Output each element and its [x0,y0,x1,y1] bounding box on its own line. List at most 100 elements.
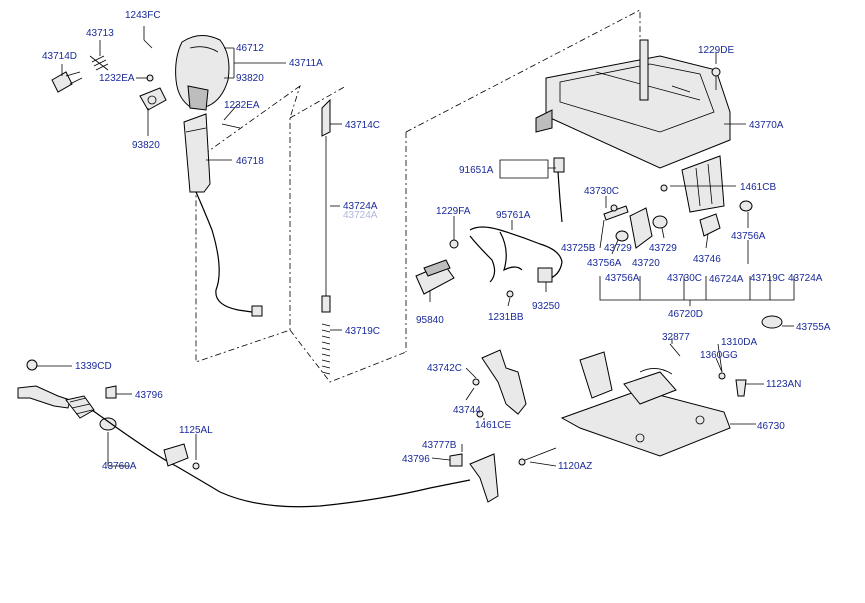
bolt-1125AL [192,462,200,470]
label-1310DA: 1310DA [721,337,757,348]
label-43760A: 43760A [102,461,137,472]
clip-43796-right [449,453,463,467]
label-1120AZ: 1120AZ [558,461,592,472]
connector-93250 [537,267,553,283]
label-1231BB: 1231BB [488,312,524,323]
label-32877: 32877 [662,332,690,343]
shift-cable [91,409,471,508]
bolt-1120AZ [519,447,557,463]
label-43730C-top: 43730C [584,186,619,197]
lever-43720 [629,207,653,249]
switch-95840 [415,259,455,295]
nut-1360GG [718,372,726,380]
label-43729-left: 43729 [604,243,632,254]
label-93820-left: 93820 [132,140,160,151]
label-43724A-right: 43724A [788,273,823,284]
cable-bracket [17,385,71,409]
cable-grommet [99,417,117,431]
label-43796-left: 43796 [135,390,163,401]
label-43724A-rod: 43724A [343,201,378,212]
bolt-1120AZ-head [518,458,526,466]
label-43744: 43744 [453,405,481,416]
label-43714C: 43714C [345,120,380,131]
cable-bracket-1125AL [163,443,189,467]
cable-boot [65,395,95,419]
label-43714D: 43714D [42,51,77,62]
label-43796-right: 43796 [402,454,430,465]
label-1339CD: 1339CD [75,361,112,372]
label-43724A-ghost: 43724A [343,210,378,221]
label-43756A-bottom: 43756A [605,273,640,284]
shift-lever-shaft [639,39,649,101]
indicator-bulb [553,157,565,223]
spring-43713 [89,55,109,71]
label-1232EA-top: 1232EA [99,73,135,84]
clip-43755A [761,315,783,329]
screw-1229FA [449,239,459,249]
label-1232EA-right: 1232EA [224,100,260,111]
label-1229FA: 1229FA [436,206,471,217]
screw-1232EA-side [221,123,241,129]
nut-1339CD [26,359,38,371]
label-1461CB: 1461CB [740,182,776,193]
wire-connector [251,305,263,317]
pin-32877 [669,343,681,357]
label-93820-right: 93820 [236,73,264,84]
bolt-1123AN [735,379,747,397]
label-43746: 43746 [693,254,721,265]
shift-knob [175,35,230,111]
label-46724A: 46724A [709,274,744,285]
bolt-43744 [472,378,480,386]
label-43730C-bottom: 43730C [667,273,702,284]
wiring-harness [469,226,563,283]
label-43720: 43720 [632,258,660,269]
label-43755A: 43755A [796,322,831,333]
indicator-housing [535,55,731,169]
cable-end-bracket [469,453,499,503]
part-labels: 1243FC 43713 43714D 1232EA 46712 43711A … [42,10,831,472]
bolt-1229DE-head [711,67,721,77]
label-95840: 95840 [416,315,444,326]
label-43756A-top: 43756A [731,231,766,242]
label-1229DE: 1229DE [698,45,734,56]
label-43729-right: 43729 [649,243,677,254]
knob-rod-boundary [195,84,301,363]
label-93250: 93250 [532,301,560,312]
label-43719C-right: 43719C [750,273,785,284]
bushing-43756A [739,200,753,212]
label-43777B: 43777B [422,440,457,451]
spring-43719C [321,323,331,375]
label-46718: 46718 [236,156,264,167]
rod-box-boundary [289,85,407,383]
bushing-43729 [615,215,668,242]
label-43725B: 43725B [561,243,596,254]
sleeve-43746 [699,213,721,237]
lever-bracket [681,155,725,213]
label-1125AL: 1125AL [179,425,213,436]
label-1360GG: 1360GG [700,350,738,361]
label-43756A-left: 43756A [587,258,622,269]
screw-1231BB [506,290,514,298]
pin-43725B [603,205,629,221]
lever-bracket-43742C [481,349,527,415]
screw-1243FC [143,39,153,49]
label-95761A: 95761A [496,210,531,221]
label-1461CE: 1461CE [475,420,511,431]
housing-boundary [405,9,641,352]
label-43719C: 43719C [345,326,380,337]
label-43713: 43713 [86,28,114,39]
lever-rod [321,98,331,313]
label-46720D: 46720D [668,309,703,320]
label-1123AN: 1123AN [766,379,801,390]
knob-wire [195,191,253,313]
label-43711A: 43711A [289,58,323,69]
base-plate-46730 [560,351,731,457]
label-43742C: 43742C [427,363,462,374]
shift-lever-boot [183,113,211,193]
pin-43730C [610,204,618,212]
leader-lines [36,26,795,467]
bolt-43714D [51,71,83,93]
label-46712: 46712 [236,43,264,54]
